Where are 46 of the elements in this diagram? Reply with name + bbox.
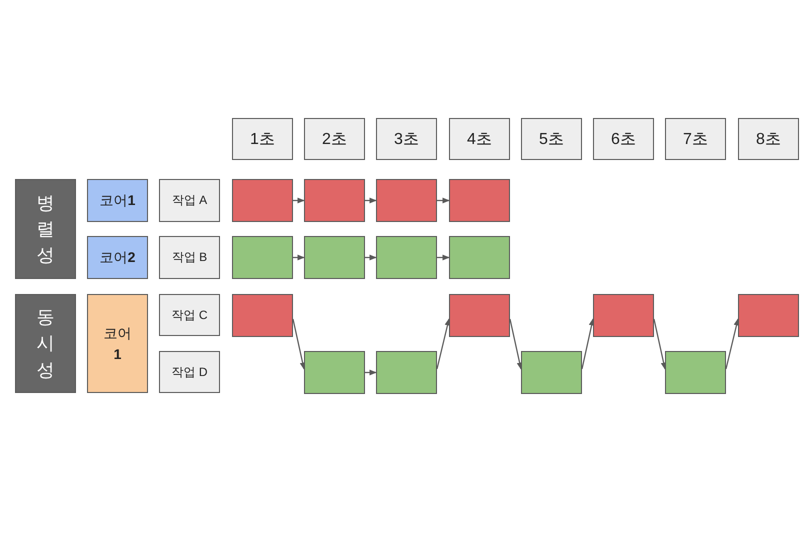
arrow	[293, 198, 305, 204]
time-slot-block	[232, 294, 293, 337]
time-header: 3초	[376, 118, 437, 160]
task-label: 작업 B	[159, 236, 220, 279]
time-slot-block	[304, 236, 365, 279]
core-label: 코어2	[87, 236, 148, 279]
time-slot-block	[304, 351, 365, 394]
category-label: 동시성	[15, 294, 76, 393]
time-slot-block	[232, 179, 293, 222]
time-header: 5초	[521, 118, 582, 160]
time-slot-block	[304, 179, 365, 222]
time-header: 1초	[232, 118, 293, 160]
time-header: 2초	[304, 118, 365, 160]
time-header: 4초	[449, 118, 510, 160]
arrow	[292, 318, 306, 370]
time-slot-block	[449, 236, 510, 279]
time-slot-block	[376, 236, 437, 279]
arrow	[581, 318, 594, 370]
arrow	[293, 254, 305, 260]
arrow	[365, 370, 377, 376]
task-label: 작업 C	[159, 294, 220, 336]
arrow	[436, 318, 450, 370]
time-slot-block	[232, 236, 293, 279]
time-slot-block	[738, 294, 799, 337]
time-slot-block	[521, 351, 582, 394]
time-slot-block	[376, 351, 437, 394]
arrow	[365, 198, 377, 204]
arrow	[437, 254, 450, 260]
time-slot-block	[449, 179, 510, 222]
arrow	[365, 254, 377, 260]
arrow	[653, 318, 666, 370]
category-label: 병렬성	[15, 179, 76, 279]
arrow	[509, 318, 522, 370]
arrow	[725, 318, 740, 370]
core-label: 코어1	[87, 179, 148, 222]
time-header: 7초	[665, 118, 726, 160]
time-slot-block	[449, 294, 510, 337]
time-slot-block	[376, 179, 437, 222]
time-slot-block	[665, 351, 726, 394]
task-label: 작업 D	[159, 351, 220, 393]
time-header: 6초	[593, 118, 654, 160]
time-slot-block	[593, 294, 654, 337]
arrow	[437, 198, 450, 204]
core-label: 코어 1	[87, 294, 148, 393]
time-header: 8초	[738, 118, 799, 160]
task-label: 작업 A	[159, 179, 220, 222]
